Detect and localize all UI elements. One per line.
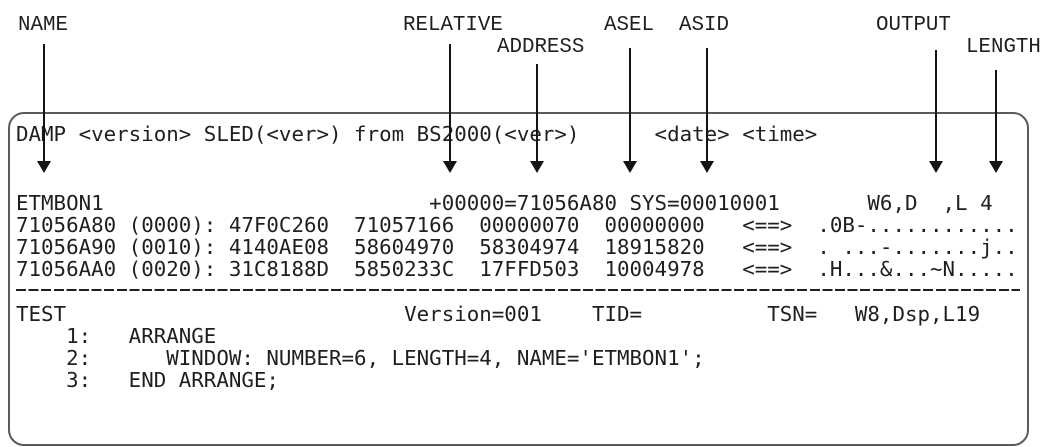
label-length: LENGTH — [966, 36, 1041, 59]
label-relative: RELATIVE — [403, 14, 503, 37]
callout-arrow-asid — [700, 48, 714, 173]
callout-arrow-relative — [443, 44, 457, 173]
screen-divider — [16, 289, 1020, 291]
label-asel: ASEL — [604, 14, 654, 37]
label-name: NAME — [18, 14, 68, 37]
callout-arrow-output — [929, 50, 943, 173]
label-address: ADDRESS — [497, 36, 585, 59]
memory-window-lines: ETMBON1 +00000=71056A80 SYS=00010001 W6,… — [16, 191, 1018, 281]
callout-arrow-length — [989, 70, 1003, 173]
test-window-lines: TEST Version=001 TID= TSN= W8,Dsp,L19 1:… — [16, 302, 981, 392]
screen-header-line: DAMP <version> SLED(<ver>) from BS2000(<… — [16, 122, 818, 146]
label-output: OUTPUT — [876, 14, 951, 37]
callout-arrow-asel — [623, 48, 637, 173]
label-asid: ASID — [679, 14, 729, 37]
callout-arrow-address — [530, 64, 544, 173]
callout-arrow-name — [37, 44, 51, 173]
terminal-screen-frame — [8, 112, 1029, 446]
